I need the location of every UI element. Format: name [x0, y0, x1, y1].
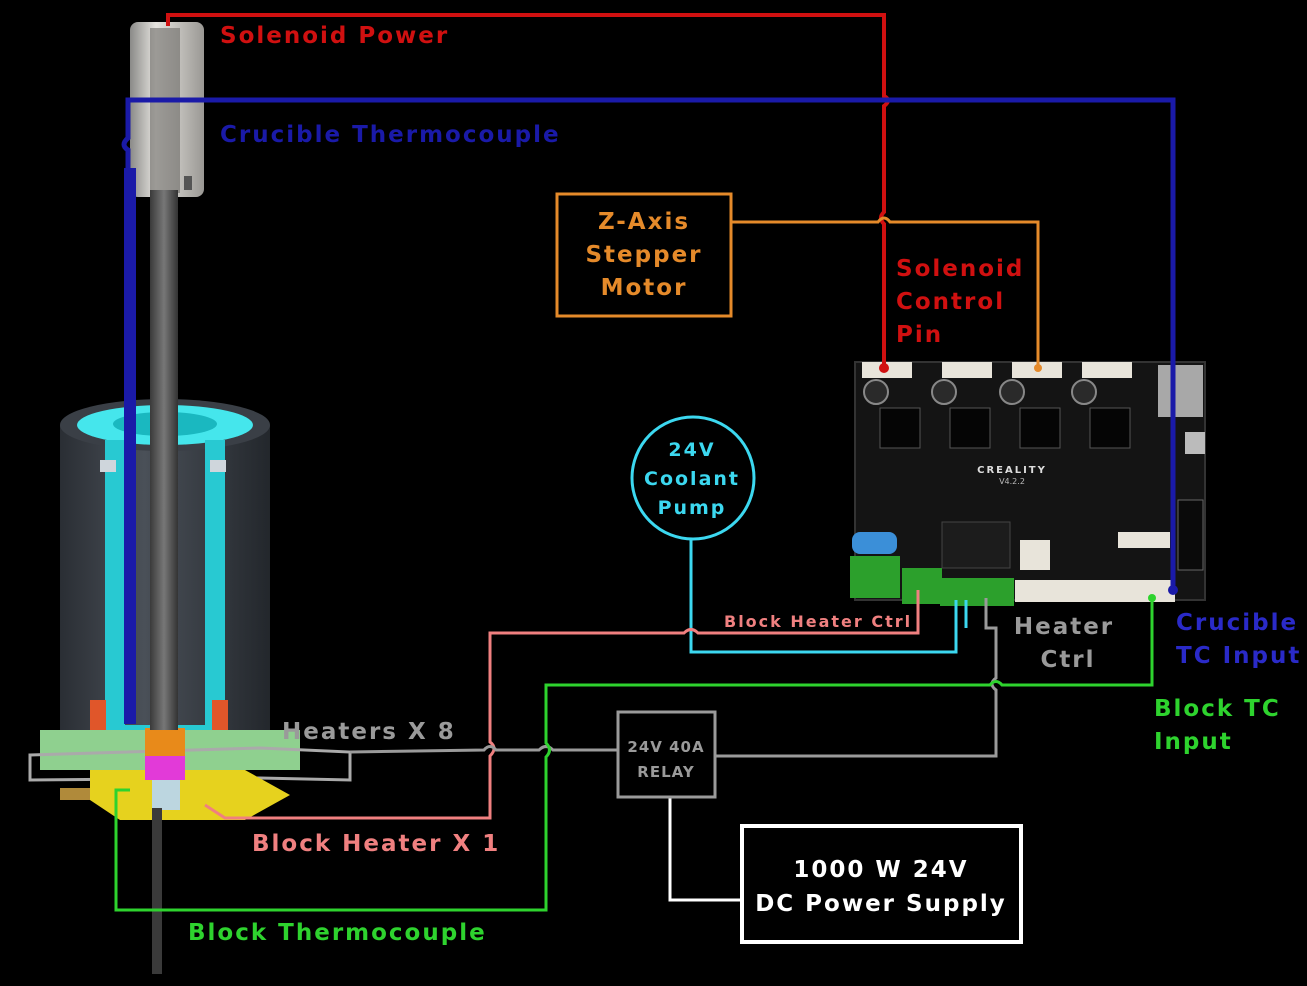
- solenoid-power-wire: [166, 13, 890, 368]
- solenoid-control-line-3: Pin: [896, 322, 943, 348]
- relay-to-psu-wire: [668, 797, 742, 902]
- z-axis-line-2: Stepper: [585, 242, 702, 268]
- block-tc-wire: [114, 598, 1154, 912]
- z-axis-wire: [731, 216, 1040, 368]
- crucible-assembly: [28, 22, 352, 974]
- heater-bundle: [28, 746, 352, 782]
- block-tc-input-line-2: Input: [1154, 729, 1233, 755]
- solenoid-power-label: Solenoid Power: [220, 23, 449, 49]
- heated-block: [90, 770, 290, 820]
- heater-ctrl-line-2: Ctrl: [1040, 647, 1095, 673]
- board-brand: CREALITY: [977, 465, 1047, 476]
- crucible-tc-input-line-2: TC Input: [1176, 643, 1301, 669]
- control-board: CREALITY V4.2.2: [850, 361, 1206, 606]
- heaters-x8-label: Heaters X 8: [282, 719, 456, 745]
- pump-wire: [689, 539, 968, 654]
- psu-line-2: DC Power Supply: [755, 891, 1007, 917]
- z-axis-motor-box: [555, 192, 733, 318]
- psu-box: [740, 824, 1023, 944]
- plunger-rod: [150, 190, 178, 730]
- crucible-tc-wire: [121, 97, 1176, 588]
- block-heater-x1-label: Block Heater X 1: [252, 831, 500, 857]
- pump-line-2: Coolant: [644, 468, 740, 490]
- relay-line-2: RELAY: [637, 763, 695, 781]
- relay-box: [616, 710, 717, 799]
- heater-ctrl-line-1: Heater: [1014, 614, 1114, 640]
- block-heater-ctrl-label: Block Heater Ctrl: [724, 612, 912, 631]
- board-version: V4.2.2: [999, 477, 1025, 486]
- block-tc-input-line-1: Block TC: [1154, 696, 1281, 722]
- solenoid-control-line-1: Solenoid: [896, 256, 1024, 282]
- block-thermocouple-label: Block Thermocouple: [188, 920, 487, 946]
- z-axis-line-3: Motor: [601, 275, 688, 301]
- z-axis-line-1: Z-Axis: [598, 209, 690, 235]
- relay-to-heaters-wire: [349, 745, 618, 754]
- crucible-thermocouple-label: Crucible Thermocouple: [220, 122, 561, 148]
- coolant-pump-circle: [630, 415, 756, 541]
- pump-line-3: Pump: [658, 497, 727, 519]
- block-heater-wire: [204, 590, 920, 820]
- pump-line-1: 24V: [668, 439, 715, 461]
- relay-line-1: 24V 40A: [627, 738, 704, 756]
- crucible-tc-input-line-1: Crucible: [1176, 610, 1298, 636]
- psu-line-1: 1000 W 24V: [793, 857, 968, 883]
- solenoid-control-line-2: Control: [896, 289, 1005, 315]
